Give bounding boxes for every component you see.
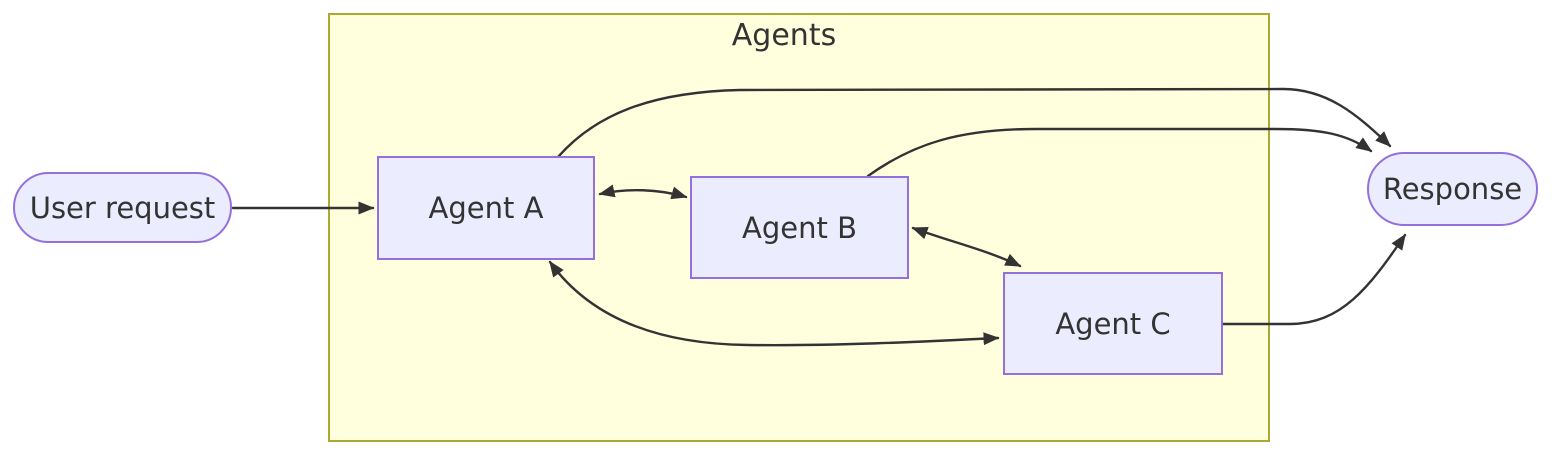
node-user-request: User request [13,172,232,243]
node-response: Response [1367,152,1538,226]
node-agent-a: Agent A [377,156,595,260]
node-agent-b: Agent B [690,176,909,279]
node-agent-c: Agent C [1003,272,1223,375]
agents-cluster-label: Agents [731,18,837,53]
